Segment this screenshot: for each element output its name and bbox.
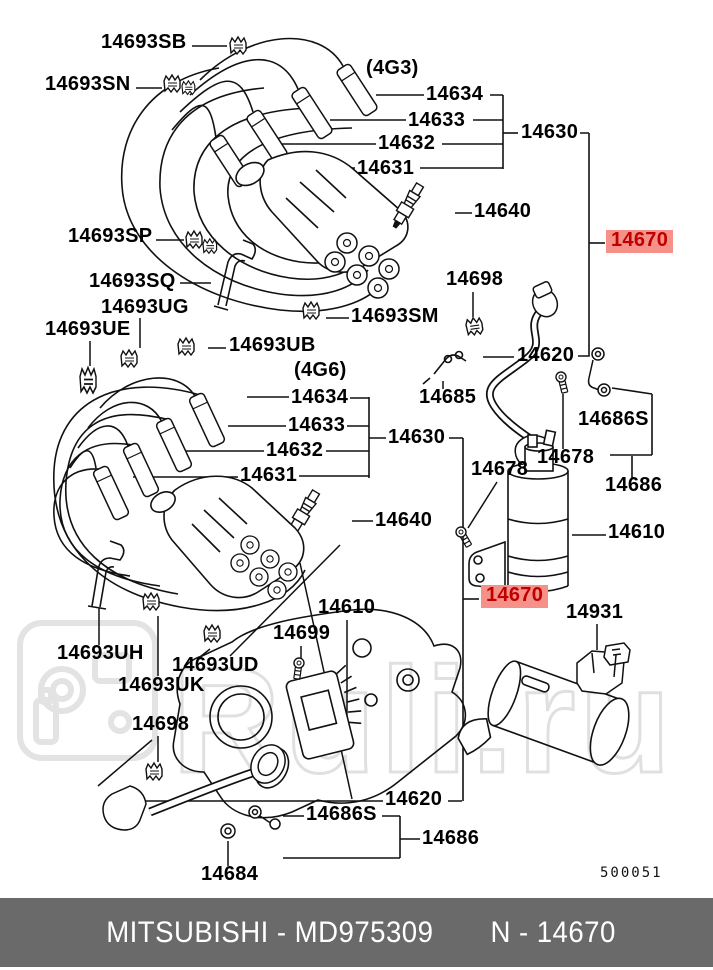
label-14931: 14931 [566,601,624,623]
label-14693UG: 14693UG [101,296,189,318]
label-14631-4g3: 14631 [357,157,415,179]
label-14686-bottom: 14686 [422,827,480,849]
distributor-4g6-drawing [150,475,305,600]
footer-number: N - 14670 [490,915,616,949]
label-14693UK: 14693UK [118,674,205,696]
label-14693UE: 14693UE [45,318,131,340]
label-14698-top: 14698 [446,268,504,290]
label-14686S-bottom: 14686S [306,803,377,825]
label-14633-4g3: 14633 [408,109,466,131]
label-14633-4g6: 14633 [288,414,346,436]
spark-plug-wires-4g3 [120,37,383,313]
watermark-logo-icon [17,620,158,761]
label-14632-4g6: 14632 [266,439,324,461]
label-engine-4g3: (4G3) [366,57,419,79]
label-14610-top: 14610 [608,521,666,543]
label-14670-bottom: 14670 [481,585,549,608]
label-14684: 14684 [201,863,259,885]
intake-assembly-drawing [172,608,467,819]
lower-cable-drawing [102,744,286,831]
label-14678-left: 14678 [471,458,529,480]
footer-bar: MITSUBISHI - MD975309 N - 14670 [0,898,713,967]
label-14632-4g3: 14632 [378,132,436,154]
label-14686S-top: 14686S [578,408,649,430]
label-14686-top: 14686 [605,474,663,496]
bracket-lines [283,95,653,859]
power-transistor-relay-drawing [576,642,631,695]
label-14685: 14685 [419,386,477,408]
label-14693UB: 14693UB [229,334,316,356]
label-14693UD: 14693UD [172,654,259,676]
clamp-icons [78,36,611,839]
leader-lines [89,45,606,866]
label-engine-4g6: (4G6) [294,359,347,381]
label-14634-4g6: 14634 [291,386,349,408]
label-14610-bottom: 14610 [318,596,376,618]
clip-icon-14685 [422,350,467,385]
ring-icon-14684 [220,823,236,839]
bracket-icon-14693SQ [213,239,257,311]
bracket-icon-14693UH [87,540,125,610]
label-14620-bottom: 14620 [385,788,443,810]
label-14693SB: 14693SB [101,31,187,53]
label-14693SP: 14693SP [68,225,153,247]
label-14630-4g3: 14630 [521,121,579,143]
label-14640-4g6: 14640 [375,509,433,531]
label-14693SN: 14693SN [45,73,131,95]
label-14631-4g6: 14631 [240,464,298,486]
label-14693UH: 14693UH [57,642,144,664]
label-14699: 14699 [273,622,331,644]
label-14670-top: 14670 [606,230,674,253]
footer-brand-part: MITSUBISHI - MD975309 [105,915,433,949]
label-14698-bottom: 14698 [132,713,190,735]
condenser-drawing [457,660,630,766]
distributor-4g3-drawing [235,150,409,299]
label-14693SM: 14693SM [351,305,439,327]
label-14620-top: 14620 [517,344,575,366]
label-14630-4g6: 14630 [388,426,446,448]
label-14640-4g3: 14640 [474,200,532,222]
label-14634-4g3: 14634 [426,83,484,105]
label-14693SQ: 14693SQ [89,270,176,292]
label-14678-right: 14678 [537,446,595,468]
ignition-coil-top-drawing [468,429,569,593]
terminal-icon-14686S-bottom [248,805,281,830]
terminal-icon-14686S-top [587,347,611,397]
spark-plug-wires-4g6 [53,377,306,612]
label-drawing-number: 500051 [600,865,663,881]
